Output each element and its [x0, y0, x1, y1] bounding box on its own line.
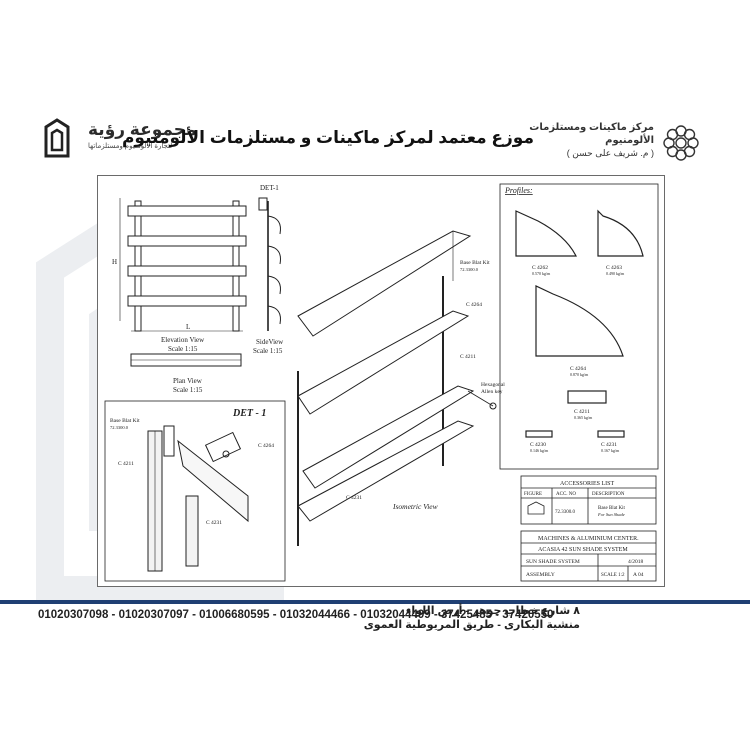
profiles-drawings: [515, 209, 644, 438]
profile-c4264-code: C 4264: [570, 366, 586, 372]
detail-frame: [104, 400, 286, 582]
side-view: [258, 197, 281, 331]
plan-view-title: Plan View: [173, 377, 203, 385]
roya-emblem-icon: [44, 118, 70, 158]
profile-c4231-code: C 4231: [601, 442, 617, 448]
profile-c4263-weight: 0.490 kg/m: [606, 271, 625, 276]
iso-base-label: Base Blat Kit: [460, 260, 490, 266]
elevation-dim-l: L: [186, 323, 190, 331]
profile-c4231-weight: 0.167 kg/m: [601, 448, 620, 453]
tb-type: ASSEMBLY: [526, 572, 555, 578]
profile-c4262-weight: 0.570 kg/m: [532, 271, 551, 276]
elevation-scale: Scale 1:15: [168, 345, 198, 353]
footer-divider: [0, 600, 750, 604]
acc-col-no: ACC. NO: [556, 492, 576, 497]
accessories-table: [520, 475, 657, 525]
acc-row-desc-2: For Sun Shade: [597, 512, 625, 517]
iso-hex-key-2: Allen key: [481, 389, 503, 395]
acc-col-description: DESCRIPTION: [592, 492, 625, 497]
footer-address-line2: منشية البكارى - طريق المريوطية العموى: [363, 619, 580, 631]
detail-c4231: C 4231: [206, 520, 222, 526]
profile-c4262-code: C 4262: [532, 265, 548, 271]
title-block: [520, 530, 657, 582]
iso-c4264: C 4264: [466, 302, 482, 308]
profile-c4230-weight: 0.146 kg/m: [530, 448, 549, 453]
center-name-line1: مركز ماكينات ومستلزمات: [529, 122, 654, 133]
iso-c4231: C 4231: [346, 495, 362, 501]
tb-scale: SCALE 1:2: [601, 573, 625, 578]
roya-group-logo: مجموعة رؤية لتجارة الألومنيوم ومستلزماته…: [44, 118, 197, 162]
acc-row-desc-1: Base Blat Kit: [598, 506, 626, 511]
det1-label: DET-1: [260, 184, 279, 192]
isometric-view: [297, 230, 497, 546]
roya-group-name: مجموعة رؤية: [88, 120, 197, 139]
center-name-line2: الألومنيوم: [605, 135, 654, 146]
profile-c4230-code: C 4230: [530, 442, 546, 448]
acc-col-figure: FIGURE: [524, 492, 542, 497]
elevation-title: Elevation View: [161, 336, 205, 344]
detail-base-code: 72.3300.0: [110, 425, 129, 430]
aluminium-center-logo: مركز ماكينات ومستلزمات الألومنيوم ( م. ش…: [529, 118, 710, 168]
page-headline: موزع معتمد لمركز ماكينات و مستلزمات الأل…: [121, 128, 534, 147]
footer-address-line1: ٨ شارع خطاب جوهر - أرض اللواء: [405, 605, 580, 617]
plan-view: [130, 353, 242, 367]
profiles-frame: [499, 183, 659, 470]
tb-system: SUN SHADE SYSTEM: [526, 559, 580, 565]
detail-base-label: Base Blat Kit: [110, 418, 140, 424]
iso-base-code: 72.3300.0: [460, 267, 479, 272]
center-name-line3: ( م. شريف على حسن ): [566, 148, 654, 158]
elevation-dim-h: H: [112, 258, 117, 266]
iso-title: Isometric View: [392, 502, 438, 511]
iso-c4211: C 4211: [460, 354, 476, 360]
detail-title: DET - 1: [232, 408, 266, 419]
tb-sheet: A 04: [633, 572, 644, 578]
plan-view-scale: Scale 1:15: [173, 386, 203, 394]
detail-c4211: C 4211: [118, 461, 134, 467]
footer-phones: 01020307098 - 01020307097 - 01006680595 …: [38, 609, 554, 621]
rosette-emblem-icon: [663, 125, 699, 161]
tb-company: MACHINES & ALUMINIUM CENTER.: [538, 536, 639, 542]
profiles-title: Profiles:: [504, 186, 533, 195]
profile-c4264-weight: 0.870 kg/m: [570, 372, 589, 377]
profile-c4211-weight: 0.365 kg/m: [574, 415, 593, 420]
profile-c4211-code: C 4211: [574, 409, 590, 415]
side-view-scale: Scale 1:15: [253, 347, 283, 355]
roya-group-tagline: لتجارة الألومنيوم ومستلزماتها: [88, 143, 173, 150]
acc-row-no: 72.3300.0: [555, 510, 576, 515]
drawing-sheet: DET-1 H L Elevation View Scale 1:15 Side…: [97, 175, 665, 587]
profile-c4263-code: C 4263: [606, 265, 622, 271]
technical-drawing: DET-1 H L Elevation View Scale 1:15 Side…: [104, 183, 659, 582]
elevation-view: [119, 198, 247, 332]
side-view-title: SideView: [256, 338, 284, 346]
tb-project: ACASIA 42 SUN SHADE SYSTEM: [538, 547, 628, 553]
accessories-title: ACCESSORIES LIST: [560, 481, 615, 487]
detail-drawing: [147, 425, 249, 572]
iso-hex-key-1: Hexagonal: [481, 382, 505, 388]
tb-date: 4/2018: [628, 559, 644, 565]
detail-c4264: C 4264: [258, 443, 274, 449]
